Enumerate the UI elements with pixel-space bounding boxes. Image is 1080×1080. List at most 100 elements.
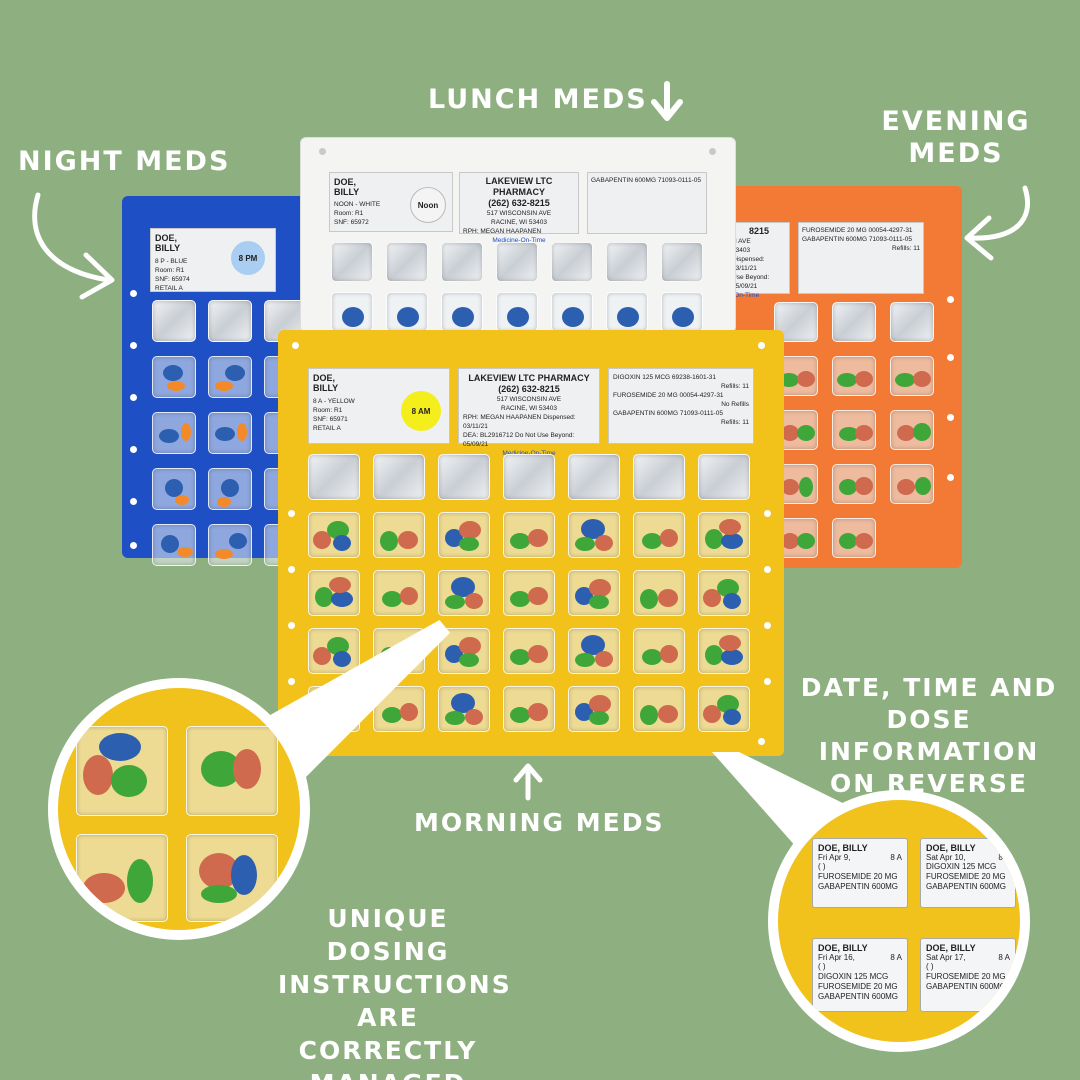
card-hole [947,474,954,481]
reverse-med: GABAPENTIN 600MG [926,882,1007,891]
reverse-med: FUROSEMIDE 20 MG [818,872,898,881]
pharmacy-address: N AVE [732,238,751,245]
blue-pill [225,365,245,381]
reverse-patient-name: DOE, BILLY [926,843,976,853]
card-hole [130,342,137,349]
refills: Refills: 11 [720,419,749,426]
blister-closeup [76,726,168,816]
card-hole [319,148,326,155]
orange-pill [167,381,185,391]
orange-pill [175,495,189,505]
blister-cell [832,410,876,450]
reverse-date: Sat Apr 17, [926,953,966,962]
empty-blister [438,454,490,500]
red-pill [459,637,481,655]
red-pill [465,593,483,609]
green-pill [327,637,349,655]
red-pill [233,749,261,789]
blue-pill [451,577,475,597]
blister-grid [331,242,703,332]
blue-pill [575,703,593,721]
time-code: 8 P - BLUE [155,258,188,265]
blue-pill [165,479,183,497]
pharmacy-name: LAKEVIEW LTC PHARMACY [468,373,590,383]
red-pill [781,479,799,495]
blister-cell [890,464,934,504]
pharmacy-name: LAKEVIEW LTC PHARMACY [485,176,553,197]
red-pill [658,705,678,723]
green-pill [797,533,815,549]
green-pill [510,707,530,723]
blister-cell [152,524,196,566]
blister-cell [208,468,252,510]
red-pill [459,521,481,539]
red-pill [400,703,418,721]
card-hole [292,342,299,349]
empty-blister [698,454,750,500]
red-pill [398,531,418,549]
card-hole [288,678,295,685]
down-arrow-icon [651,81,683,121]
green-pill [705,645,723,665]
reverse-patient-name: DOE, BILLY [818,843,868,853]
card-hole [288,510,295,517]
green-pill [895,373,915,387]
brand-name: -On-Time [732,292,760,299]
green-pill [839,427,859,441]
blister-cell [503,686,555,732]
reverse-blank: ( ) [818,962,826,971]
pharmacy-address: 517 WISCONSIN AVE [496,396,562,403]
orange-pill [215,549,233,559]
reverse-date: Fri Apr 16, [818,953,855,962]
medication-label: DIGOXIN 125 MCG 69238-1601-31 Refills: 1… [608,368,754,444]
blue-pill [397,307,419,327]
blister-cell [331,292,373,332]
reverse-med: FUROSEMIDE 20 MG [818,982,898,991]
empty-blister [890,302,934,342]
card-hole [288,566,295,573]
empty-blister [503,454,555,500]
blister-cell [606,292,648,332]
blue-pill [581,519,605,539]
empty-blister [152,300,196,342]
card-hole [764,622,771,629]
use-beyond-date: Use Beyond: 05/09/21 [732,274,770,290]
blue-pill [445,645,463,663]
blue-pill [333,535,351,551]
green-pill [642,649,662,665]
green-pill [315,587,333,607]
blister-cell [503,570,555,616]
dispensed-date: Dispensed: 03/11/21 [732,256,765,272]
medication-line: GABAPENTIN 600MG 71093-0111-05 [802,236,912,243]
blister-cell [208,524,252,566]
patient-name-line1: DOE, [313,373,336,383]
card-hole [288,622,295,629]
green-pill [459,537,479,551]
reverse-med: GABAPENTIN 600MG [926,982,1007,991]
lunch-blister-card: DOE, BILLY NOON - WHITE Room: R1 SNF: 65… [300,137,736,333]
card-hole [130,498,137,505]
red-pill [83,873,125,903]
blue-pill [575,587,593,605]
blue-pill [161,535,179,553]
blister-cell [832,356,876,396]
red-pill [589,579,611,597]
red-pill [897,425,915,441]
blue-pill [451,693,475,713]
patient-name-line1: DOE, [334,177,357,187]
reverse-med: GABAPENTIN 600MG [818,882,899,891]
green-pill [589,711,609,725]
pharmacy-label: LAKEVIEW LTC PHARMACY (262) 632-8215 517… [458,368,600,457]
blister-grid [774,302,934,558]
orange-pill [181,423,191,441]
green-pill [779,373,799,387]
blister-cell [568,628,620,674]
blue-pill [723,593,741,609]
empty-blister [633,454,685,500]
blue-pill [229,533,247,549]
reverse-med: FUROSEMIDE 20 MG [926,972,1006,981]
green-pill [111,765,147,797]
green-pill [575,653,595,667]
blue-pill [723,709,741,725]
blue-pill [331,591,353,607]
